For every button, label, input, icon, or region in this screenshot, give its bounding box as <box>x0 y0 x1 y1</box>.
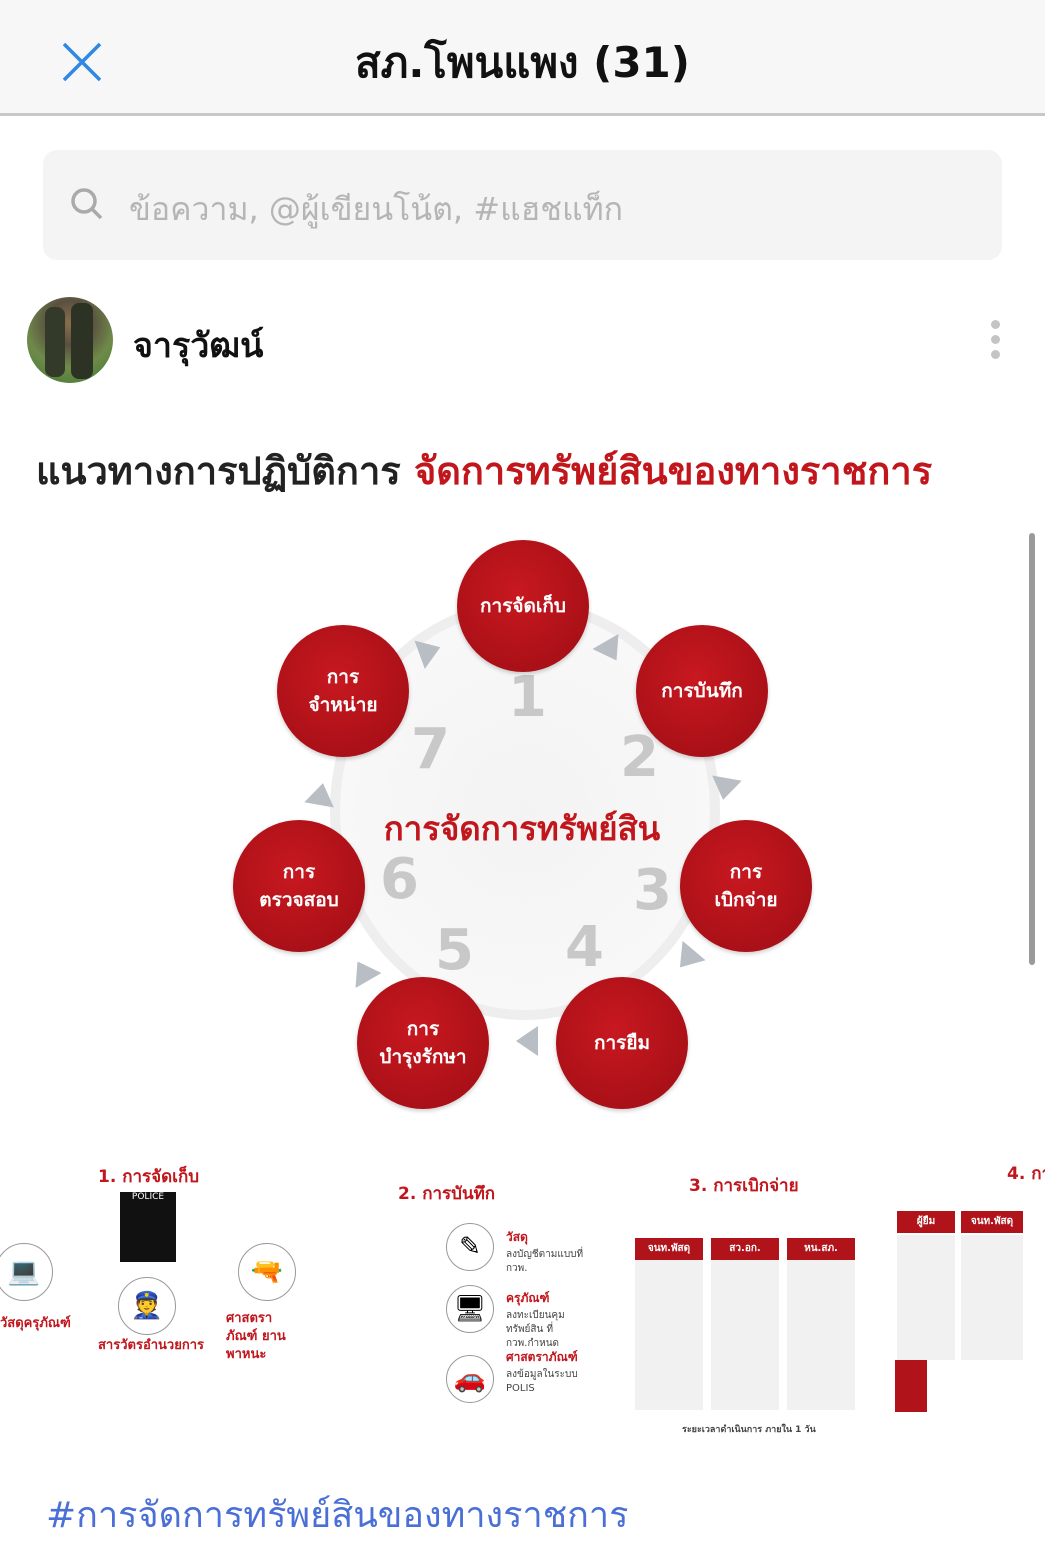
cycle-center-label: การจัดการทรัพย์สิน <box>383 809 661 848</box>
search-icon <box>71 188 103 220</box>
step-number: 3 <box>633 858 672 923</box>
computer-icon: 🖥 <box>446 1285 494 1333</box>
car-icon: 🚗 <box>446 1355 494 1403</box>
arrow-icon <box>344 953 382 989</box>
step-borrowing: การยืม <box>556 977 688 1109</box>
infographic-image[interactable]: แนวทางการปฏิบัติการ จัดการทรัพย์สินของทา… <box>0 400 1045 1150</box>
step-number: 5 <box>435 918 474 983</box>
arrow-icon <box>668 940 706 978</box>
author-name[interactable]: จารุวัฒน์ <box>133 326 264 366</box>
step-disposal: การจำหน่าย <box>277 625 409 757</box>
step-number: 4 <box>565 915 604 980</box>
officer-icon: 👮 <box>118 1277 176 1335</box>
thumbnail-strip: 1. การจัดเก็บ POLICE 💻 👮 🔫 วัสดุครุภัณฑ์… <box>0 1155 1045 1455</box>
step-maintenance: การบำรุงรักษา <box>357 977 489 1109</box>
step-recording: การบันทึก <box>636 625 768 757</box>
step-storage: การจัดเก็บ <box>457 540 589 672</box>
step-number: 1 <box>508 665 547 730</box>
gun-icon: 🔫 <box>238 1243 296 1301</box>
infographic-title: แนวทางการปฏิบัติการ จัดการทรัพย์สินของทา… <box>36 449 933 493</box>
close-icon[interactable] <box>58 38 106 86</box>
step-disbursement: การเบิกจ่าย <box>680 820 812 952</box>
author-avatar[interactable] <box>27 297 113 383</box>
thumbnail-disbursement[interactable]: 3. การเบิกจ่าย จนท.พัสดุ สว.อก. หน.สภ. ร… <box>597 1155 894 1450</box>
search-placeholder: ข้อความ, @ผู้เขียนโน้ต, #แฮชแท็ก <box>129 190 624 228</box>
arrow-icon <box>304 780 338 808</box>
thumbnail-borrowing[interactable]: 4. การยืม ผู้ยืม จนท.พัสดุ <box>895 1155 1045 1450</box>
step-number: 7 <box>411 717 450 782</box>
step-inspection: การตรวจสอบ <box>233 820 365 952</box>
header-bar: สภ.โพนแพง (31) <box>0 0 1045 116</box>
page-title: สภ.โพนแพง (31) <box>355 38 690 87</box>
arrow-icon <box>516 1026 538 1056</box>
scrollbar[interactable] <box>1029 533 1035 965</box>
search-input[interactable]: ข้อความ, @ผู้เขียนโน้ต, #แฮชแท็ก <box>43 150 1002 260</box>
thumbnail-recording[interactable]: 2. การบันทึก ✎ 🖥 🚗 วัสดุ ลงบัญชีตามแบบที… <box>298 1155 596 1450</box>
laptop-icon: 💻 <box>0 1243 53 1301</box>
hashtag-link[interactable]: #การจัดการทรัพย์สินของทางราชการ <box>46 1495 629 1536</box>
step-number: 6 <box>380 847 419 912</box>
step-number: 2 <box>620 725 659 790</box>
more-options-icon[interactable] <box>988 320 1002 362</box>
police-station-icon: POLICE <box>120 1192 176 1262</box>
thumbnail-storage[interactable]: 1. การจัดเก็บ POLICE 💻 👮 🔫 วัสดุครุภัณฑ์… <box>0 1155 296 1450</box>
pencil-icon: ✎ <box>446 1223 494 1271</box>
